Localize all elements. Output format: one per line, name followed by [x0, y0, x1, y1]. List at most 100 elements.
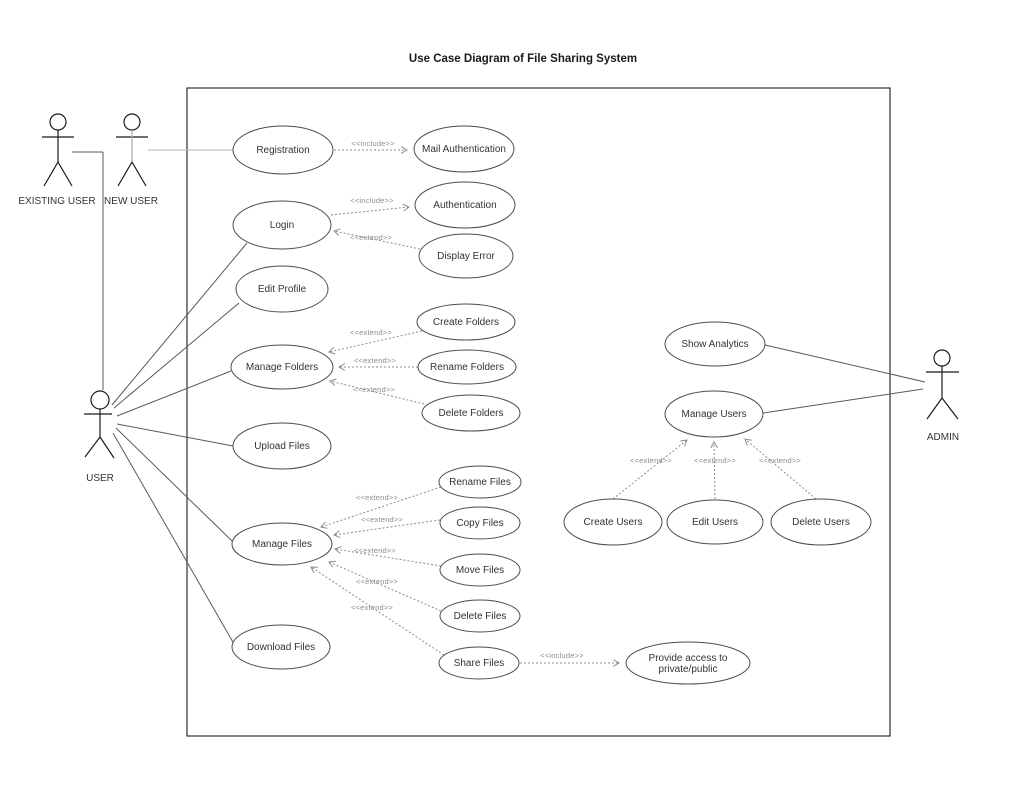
association-user-download-files	[112, 432, 235, 645]
use-case-move-files: Move Files	[439, 553, 521, 587]
include-edge-label: <<include>>	[350, 196, 394, 205]
extend-edge-label: <<extend>>	[356, 577, 398, 586]
use-case-display-error: Display Error	[418, 233, 514, 279]
use-case-label: Manage Files	[252, 539, 312, 550]
system-boundary	[186, 87, 891, 737]
actor-new-user: NEW USER	[104, 113, 158, 207]
extend-edge-delete-files-manage-files	[329, 562, 442, 612]
use-case-label: Authentication	[433, 200, 496, 211]
use-case-manage-files: Manage Files	[231, 522, 333, 566]
extend-edge-label: <<extend>>	[353, 385, 395, 394]
use-case-authentication: Authentication	[414, 181, 516, 229]
use-case-ellipse	[664, 390, 764, 438]
actor-figure-icon	[57, 161, 73, 187]
extend-edge-label: <<extend>>	[354, 356, 396, 365]
actor-figure-icon	[926, 397, 943, 420]
stereotype-edges: <<include>> <<include>> <<extend>> <<ext…	[311, 139, 817, 663]
use-case-create-folders: Create Folders	[416, 303, 516, 341]
use-case-label: Delete Users	[792, 517, 850, 528]
use-case-ellipse	[563, 498, 663, 546]
actor-admin: ADMIN	[926, 349, 959, 443]
use-case-ellipse	[417, 349, 517, 385]
use-case-label: Share Files	[454, 658, 505, 669]
extend-edge-move-files-manage-files	[335, 549, 442, 567]
extend-edge-rename-files-manage-files	[321, 486, 442, 527]
actor-label: EXISTING USER	[18, 196, 95, 207]
use-case-ellipse	[235, 265, 329, 313]
actor-figure-icon	[941, 397, 959, 420]
use-case-ellipse	[438, 646, 520, 680]
use-case-delete-users: Delete Users	[770, 498, 872, 546]
association-show-analytics-admin	[764, 344, 926, 383]
extend-edge-label: <<extend>>	[350, 233, 392, 242]
use-case-ellipse	[664, 321, 766, 367]
use-case-ellipse	[231, 624, 331, 670]
use-case-registration: Registration	[232, 125, 334, 175]
use-case-label: Registration	[256, 145, 309, 156]
association-lines	[72, 149, 926, 645]
use-case-label: Login	[270, 220, 294, 231]
actor-figure-icon	[43, 161, 59, 187]
use-case-label: Download Files	[247, 642, 315, 653]
association-user-upload-files	[116, 423, 234, 447]
use-case-label: Copy Files	[456, 518, 503, 529]
use-case-ellipse	[418, 233, 514, 279]
use-case-ellipse	[231, 522, 333, 566]
use-case-ellipse	[232, 125, 334, 175]
use-case-label: Create Folders	[433, 317, 499, 328]
actor-figure-icon	[117, 161, 133, 187]
use-case-ellipse	[438, 465, 522, 499]
extend-edge-label: <<extend>>	[630, 456, 672, 465]
actor-figure-icon	[90, 390, 110, 410]
use-case-ellipse	[770, 498, 872, 546]
use-case-manage-users: Manage Users	[664, 390, 764, 438]
actor-label: ADMIN	[927, 432, 959, 443]
include-edge-login-authentication	[330, 207, 409, 216]
use-case-login: Login	[232, 200, 332, 250]
use-case-manage-folders: Manage Folders	[230, 344, 334, 390]
extend-edge-display-error-login	[334, 231, 421, 250]
extend-edge-label: <<extend>>	[361, 515, 403, 524]
use-case-label: Rename Folders	[430, 362, 504, 373]
actor-user: USER	[84, 390, 115, 484]
actor-figure-icon	[99, 436, 115, 459]
use-case-ellipse	[232, 200, 332, 250]
extend-edge-share-files-manage-files	[311, 567, 445, 656]
association-manage-users-admin	[762, 388, 924, 414]
use-case-edit-profile: Edit Profile	[235, 265, 329, 313]
use-case-ellipse	[625, 641, 751, 685]
use-case-ellipse	[439, 599, 521, 633]
use-case-copy-files: Copy Files	[439, 506, 521, 540]
use-case-show-analytics: Show Analytics	[664, 321, 766, 367]
use-case-ellipse	[230, 344, 334, 390]
use-case-ellipse	[416, 303, 516, 341]
use-case-create-users: Create Users	[563, 498, 663, 546]
association-user-manage-files	[115, 427, 233, 542]
extend-edge-label: <<extend>>	[354, 546, 396, 555]
use-case-ellipse	[439, 506, 521, 540]
use-case-label: Mail Authentication	[422, 144, 506, 155]
extend-edge-label: <<extend>>	[356, 493, 398, 502]
use-case-download-files: Download Files	[231, 624, 331, 670]
use-case-label-line1: Provide access to	[649, 653, 728, 664]
use-case-ellipse	[439, 553, 521, 587]
association-user-manage-folders	[116, 370, 232, 417]
association-user-login	[111, 242, 248, 406]
use-case-ellipse	[413, 125, 515, 173]
use-case-label: Edit Profile	[258, 284, 307, 295]
use-case-label: Move Files	[456, 565, 504, 576]
use-case-ellipse	[414, 181, 516, 229]
use-case-label: Edit Users	[692, 517, 738, 528]
use-case-mail-authentication: Mail Authentication	[413, 125, 515, 173]
actor-figure-icon	[131, 161, 147, 187]
use-case-upload-files: Upload Files	[232, 422, 332, 470]
use-case-share-files: Share Files	[438, 646, 520, 680]
use-case-rename-files: Rename Files	[438, 465, 522, 499]
use-case-ellipse	[666, 499, 764, 545]
actor-figure-icon	[84, 436, 101, 458]
extend-edge-delete-folders-manage-folders	[330, 381, 425, 405]
actor-label: NEW USER	[104, 196, 158, 207]
use-case-delete-files: Delete Files	[439, 599, 521, 633]
include-edge-label: <<include>>	[351, 139, 395, 148]
